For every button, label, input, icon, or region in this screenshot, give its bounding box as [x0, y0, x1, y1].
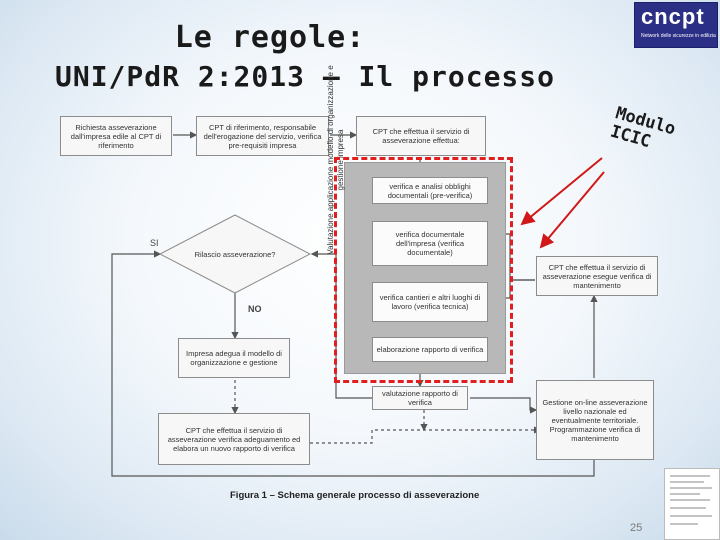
box-cpt-reference: CPT di riferimento, responsabile dell'er…	[196, 116, 329, 156]
label-no: NO	[248, 304, 262, 314]
page-number: 25	[630, 522, 643, 534]
box-cpt-new-report: CPT che effettua il servizio di assevera…	[158, 413, 310, 465]
step-pre-verification: verifica e analisi obblighi documentali …	[372, 177, 488, 204]
logo-name: cncpt	[641, 4, 705, 29]
figure-caption: Figura 1 – Schema generale processo di a…	[230, 490, 480, 501]
document-thumbnail	[664, 468, 720, 540]
decision-text: Rilascio asseverazione?	[194, 249, 276, 259]
step-document-verification: verifica documentale dell'impresa (verif…	[372, 221, 488, 266]
box-report-evaluation: valutazione rapporto di verifica	[372, 386, 468, 410]
box-adequacy: Impresa adegua il modello di organizzazi…	[178, 338, 290, 378]
slide-title: Le regole:	[174, 20, 366, 55]
box-online-management: Gestione on-line asseverazione livello n…	[536, 380, 654, 460]
box-request: Richiesta asseverazione dall'impresa edi…	[60, 116, 172, 156]
step-technical-verification: verifica cantieri e altri luoghi di lavo…	[372, 282, 488, 322]
slide-subtitle: UNI/PdR 2:2013 – Il processo	[54, 60, 555, 93]
modulo-icic-highlight	[334, 157, 513, 383]
decision-diamond	[158, 214, 312, 294]
step-report: elaborazione rapporto di verifica	[372, 337, 488, 362]
logo-tagline: Network delle sicurezze in edilizia	[641, 33, 716, 39]
cncpt-logo: cncpt Network delle sicurezze in edilizi…	[634, 2, 718, 48]
box-cpt-service: CPT che effettua il servizio di assevera…	[356, 116, 486, 156]
label-yes: SI	[150, 238, 159, 248]
box-maintenance-check: CPT che effettua il servizio di assevera…	[536, 256, 658, 296]
